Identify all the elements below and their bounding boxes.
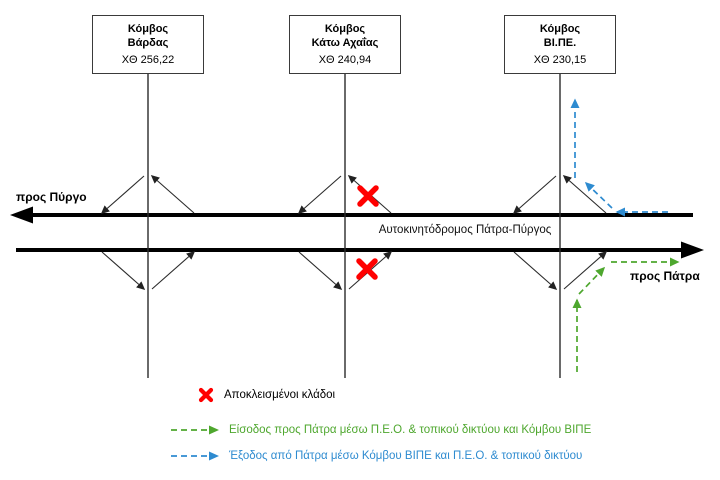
legend-label: Αποκλεισμένοι κλάδοι [224,389,336,401]
motorway-arrowhead-right [681,241,704,259]
offramp-line [562,175,607,214]
node-type-label: Κόμβος [539,23,581,35]
legend-item-closed-branches: Αποκλεισμένοι κλάδοι [197,386,335,404]
node-chainage: ΧΘ 256,22 [121,53,175,66]
motorway-arrowhead-left [10,206,33,224]
onramp-line [563,251,608,290]
node-name: Βάρδας [127,36,169,49]
onramp-line [512,175,557,214]
closed-branch-x-lower [356,258,378,280]
offramp-line [101,251,146,290]
exit-route-blue [570,98,668,217]
node-chainage: ΧΘ 240,94 [318,53,372,66]
closed-branch-markers [356,185,379,280]
node-box-vardas: Κόμβος Βάρδας ΧΘ 256,22 [92,15,204,74]
exit-route-segment [584,181,613,209]
closed-branch-x-icon [198,387,214,403]
node-name: ΒΙ.ΠΕ. [543,36,577,49]
motorway-name-label: Αυτοκινητόδρομος Πάτρα-Πύργος [378,224,552,236]
node-chainage: ΧΘ 230,15 [533,53,587,66]
legend-item-exit-route: Έξοδος από Πάτρα μέσω Κόμβου ΒΙΠΕ και Π.… [170,450,582,462]
junction-vipe [512,73,608,378]
legend-label: Είσοδος προς Πάτρα μέσω Π.Ε.Ο. & τοπικού… [229,424,592,436]
node-type-label: Κόμβος [324,23,366,35]
legend-label: Έξοδος από Πάτρα μέσω Κόμβου ΒΙΠΕ και Π.… [229,450,583,462]
closed-branch-x-upper [357,185,379,207]
offramp-line [513,251,558,290]
offramp-line [150,175,195,214]
node-box-kato-achaias: Κόμβος Κάτω Αχαΐας ΧΘ 240,94 [289,15,401,74]
onramp-line [151,251,196,290]
offramp-line [298,251,343,290]
node-name: Κάτω Αχαΐας [311,36,379,49]
node-box-vipe: Κόμβος ΒΙ.ΠΕ. ΧΘ 230,15 [504,15,616,74]
direction-label-patra: προς Πάτρα [630,269,700,283]
direction-label-pyrgos: προς Πύργο [16,190,87,204]
junction-vardas [100,73,196,378]
green-dashed-arrow-icon [171,425,219,435]
onramp-line [100,175,145,214]
motorway [10,206,704,259]
node-type-label: Κόμβος [127,23,169,35]
onramp-line [297,175,342,214]
blue-dashed-arrow-icon [171,451,219,461]
legend-item-entry-route: Είσοδος προς Πάτρα μέσω Π.Ε.Ο. & τοπικού… [170,424,591,436]
entry-route-green [572,257,680,372]
entry-route-segment [578,266,606,295]
